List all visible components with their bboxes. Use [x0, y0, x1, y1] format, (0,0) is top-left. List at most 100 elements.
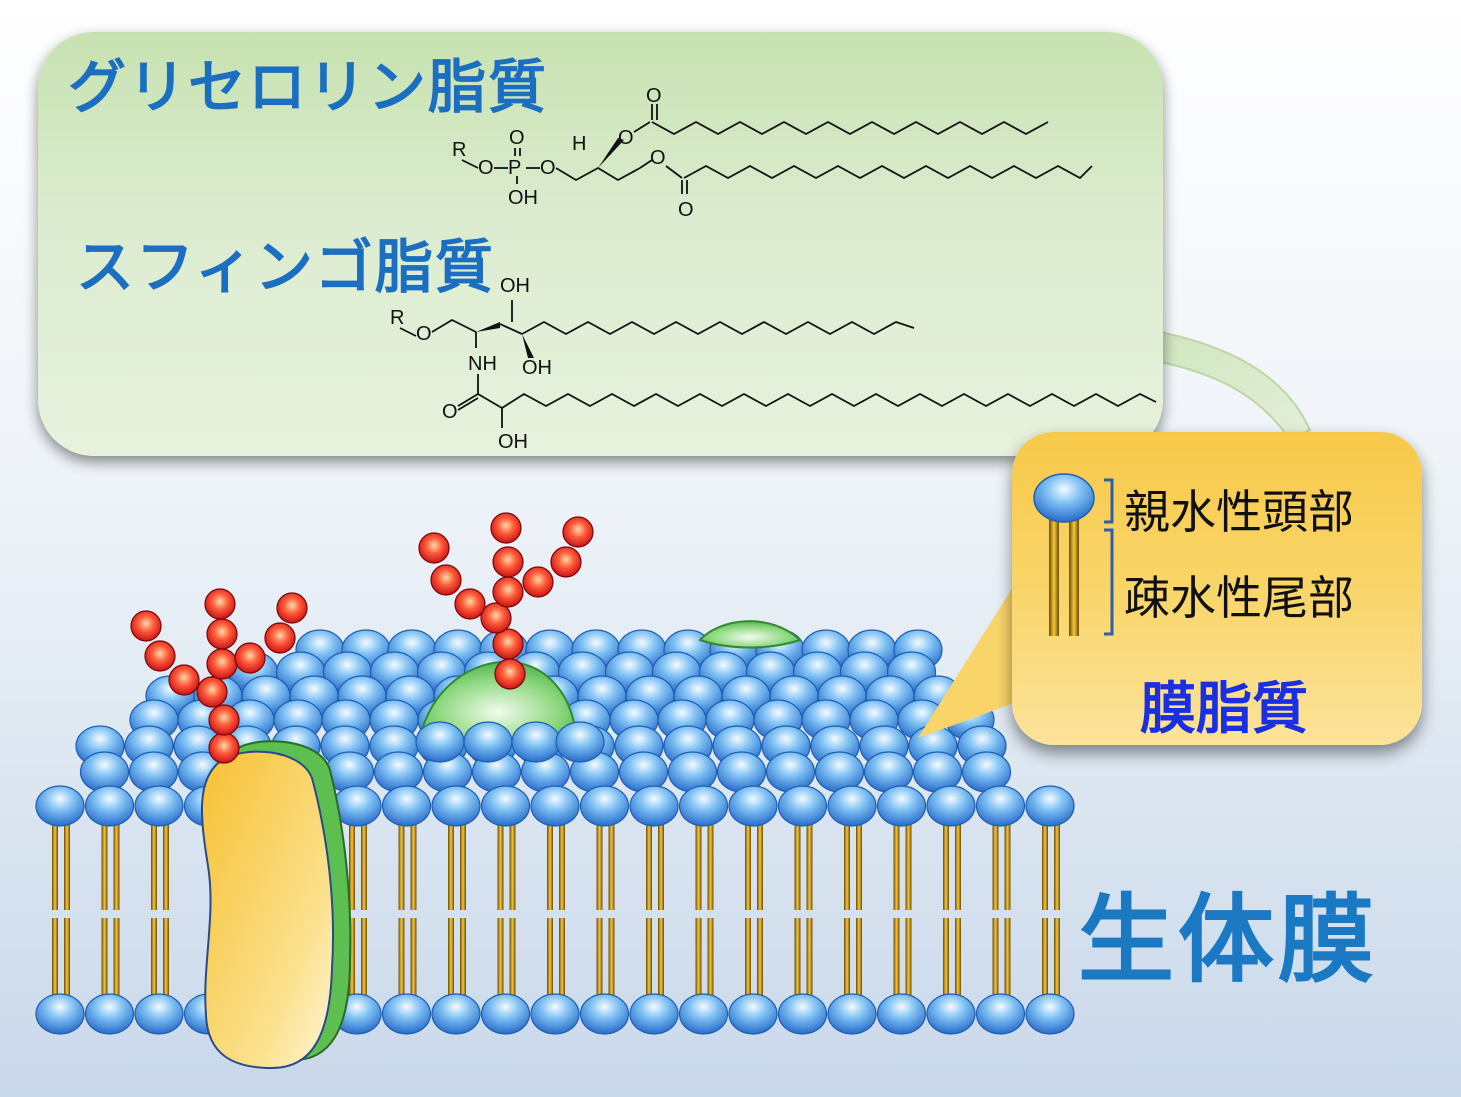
sugar-icon — [234, 642, 266, 674]
lipid-tail — [398, 822, 405, 910]
sugar-icon — [418, 532, 450, 564]
callout-connector — [1149, 328, 1312, 442]
sugar-icon — [550, 546, 582, 578]
sugar-icon — [206, 648, 238, 680]
lipid-tail — [497, 918, 504, 1000]
lipid-head-icon — [1025, 785, 1075, 827]
sphingolipid-structure: R O OH OH NH O OH — [390, 275, 1157, 453]
lipid-tail — [460, 918, 466, 1000]
glycero-o-left-label: O — [478, 157, 494, 179]
lipid-tail — [151, 822, 157, 910]
lipid-tail — [707, 918, 714, 1000]
lipid-head-icon — [678, 993, 729, 1035]
lipid-tail — [794, 918, 801, 1000]
lipid-tail — [658, 918, 664, 1000]
transmembrane-protein-front — [201, 750, 334, 1070]
sugar-icon — [494, 658, 526, 690]
lipid-head-icon — [678, 785, 729, 827]
lipid-tail — [695, 822, 702, 910]
lipid-tail — [757, 918, 763, 1000]
lipid-tail — [113, 822, 120, 910]
lipid-tail — [943, 918, 949, 1000]
lipid-head-icon — [480, 785, 531, 827]
lipid-tail — [497, 822, 504, 910]
bottom-lipid-heads — [35, 993, 1075, 1035]
lipid-head-icon — [629, 993, 679, 1035]
lipid-tail — [893, 918, 900, 1000]
lipid-tail — [745, 822, 751, 910]
hydrophilic-head-label: 親水性頭部 — [1124, 485, 1354, 539]
sphingo-nh-label: NH — [468, 353, 497, 375]
sugar-icon — [208, 732, 240, 764]
lipid-tail — [101, 822, 108, 910]
lipid-tail — [410, 822, 417, 910]
lipid-head-icon — [1025, 993, 1075, 1035]
lipid-head-icon — [530, 993, 580, 1035]
lipid-tail — [646, 822, 652, 910]
lipid-head-icon — [511, 721, 561, 763]
glycerophospholipid-title: グリセロリン脂質 — [68, 53, 549, 121]
lipid-head-icon — [975, 785, 1026, 827]
lipid-tail — [992, 918, 999, 1000]
lipid-head-icon — [926, 993, 976, 1035]
lipid-tail — [163, 918, 169, 1000]
lipid-tail — [757, 822, 763, 910]
glycero-o-double-label: O — [509, 127, 525, 149]
bracket-head-icon — [1104, 478, 1114, 524]
lipid-tail — [745, 918, 751, 1000]
lipid-tail — [151, 918, 157, 1000]
chemical-structures: R O P O OH O H O O O O — [390, 85, 1157, 453]
legend-head-icon — [1033, 473, 1095, 523]
lipid-tail — [448, 918, 454, 1000]
lipid-tail — [113, 918, 120, 1000]
membrane-lipid-legend: 親水性頭部 疎水性尾部 膜脂質 — [1012, 432, 1422, 745]
lipid-head-icon — [827, 785, 877, 827]
sugar-icon — [522, 566, 554, 598]
lipid-tail — [707, 822, 714, 910]
sphingo-r-label: R — [390, 307, 404, 329]
lipid-head-icon — [876, 785, 927, 827]
lipid-head-icon — [579, 785, 630, 827]
lipid-tail — [905, 918, 912, 1000]
lipid-tail — [1042, 918, 1048, 1000]
glycero-r-label: R — [452, 139, 466, 161]
lipid-tail — [1042, 822, 1048, 910]
lipid-tail — [596, 822, 603, 910]
peripheral-protein — [698, 620, 802, 649]
lipid-tail — [398, 918, 405, 1000]
sugar-icon — [454, 588, 486, 620]
lipid-head-icon — [381, 993, 432, 1035]
sugar-icon — [276, 592, 308, 624]
glycero-oh-p-label: OH — [508, 187, 538, 209]
lipid-head-icon — [777, 785, 828, 827]
membrane-lipid-title: 膜脂質 — [1140, 677, 1308, 742]
glycero-p-label: P — [508, 157, 521, 179]
lipid-head-icon — [728, 993, 778, 1035]
sphingo-oh-bottom-label: OH — [522, 357, 552, 379]
lipid-tail — [856, 918, 862, 1000]
lipid-tail — [410, 918, 417, 1000]
lipid-tail — [448, 822, 454, 910]
sugar-icon — [196, 676, 228, 708]
lipid-head-icon — [827, 993, 877, 1035]
lipid-tail — [163, 822, 169, 910]
lipid-head-icon — [35, 993, 85, 1035]
lipid-tail — [509, 918, 516, 1000]
lipid-tail — [596, 918, 603, 1000]
lipid-head-icon — [530, 785, 580, 827]
lipid-tail — [547, 918, 553, 1000]
lipid-tail — [1054, 918, 1060, 1000]
lipid-tail — [52, 822, 58, 910]
lipid-tails — [52, 822, 1060, 1000]
top-lipid-heads — [75, 629, 1012, 793]
lipid-head-icon — [926, 785, 976, 827]
lipid-tail — [806, 918, 813, 1000]
lipid-tail — [349, 918, 355, 1000]
lipid-tail — [101, 918, 108, 1000]
legend-tail-right — [1069, 518, 1079, 636]
sugar-icon — [562, 516, 594, 548]
sugar-icon — [490, 512, 522, 544]
glycero-o-chain1-label: O — [618, 127, 634, 149]
lipid-head-icon — [381, 785, 432, 827]
